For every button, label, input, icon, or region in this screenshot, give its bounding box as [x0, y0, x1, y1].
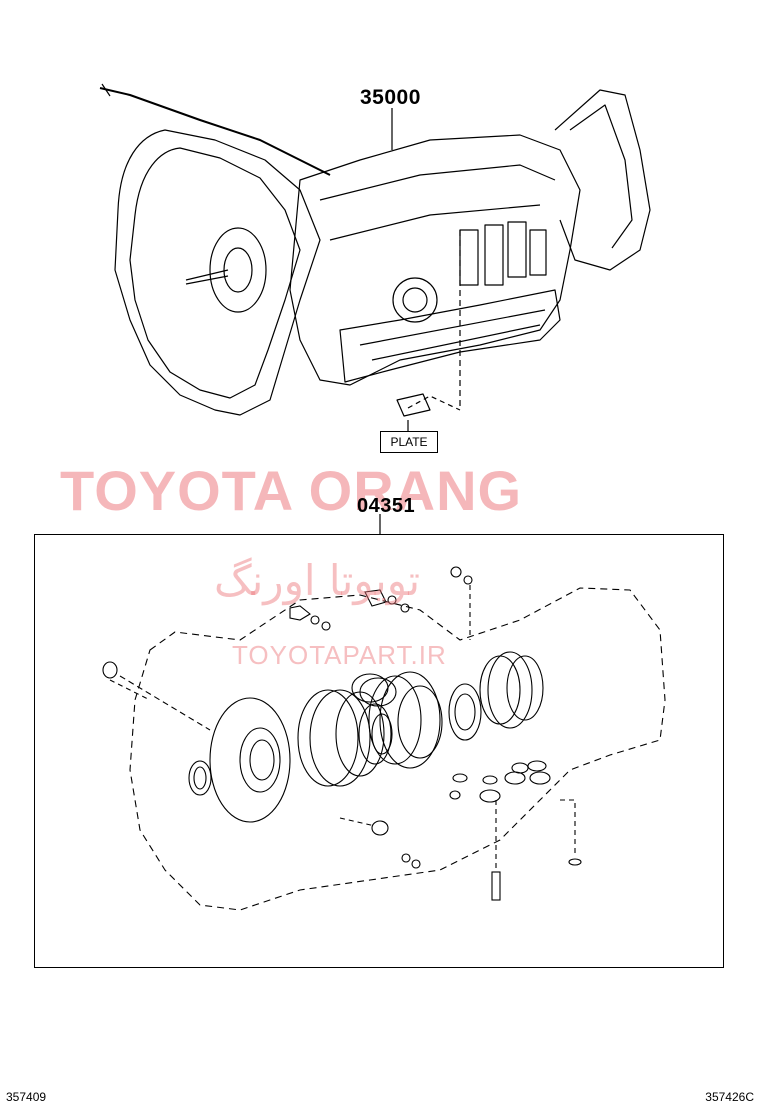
- watermark-brand-fa: تویوتا اورنگ: [214, 556, 421, 605]
- bell-housing: [114, 129, 321, 416]
- footer-code-left: 357409: [6, 1090, 47, 1104]
- footer-code-right: 357426C: [705, 1090, 754, 1104]
- oil-seal: [188, 760, 212, 796]
- kit-part-number[interactable]: 04351: [357, 495, 416, 517]
- transmission-case: [289, 134, 581, 386]
- gasket-outline: [129, 587, 666, 911]
- plate-label[interactable]: PLATE: [380, 431, 438, 453]
- overhaul-kit-illustration: [102, 566, 666, 911]
- oil-pan: [339, 289, 561, 383]
- transmission-part-number[interactable]: 35000: [360, 86, 421, 109]
- watermark-brand-en: TOYOTA ORANG: [60, 459, 523, 522]
- shift-cable: [99, 87, 331, 176]
- overhaul-kit-frame: [34, 534, 724, 968]
- pump-disc: [209, 697, 291, 823]
- tail-housing: [554, 89, 651, 271]
- pin: [491, 871, 501, 901]
- watermark-site: TOYOTAPART.IR: [232, 640, 447, 670]
